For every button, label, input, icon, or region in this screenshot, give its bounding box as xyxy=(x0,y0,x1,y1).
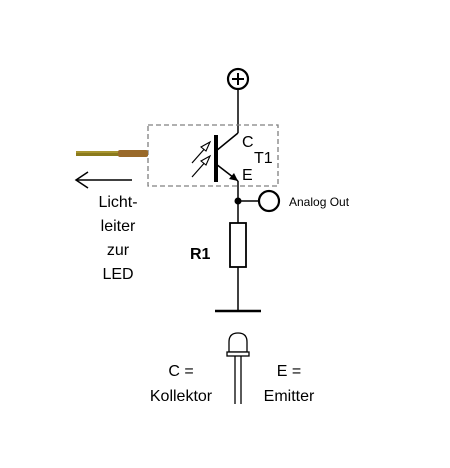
supply-terminal xyxy=(226,67,250,91)
legend-c-line-1: C = xyxy=(168,363,193,380)
light-arrows xyxy=(191,140,212,178)
resistor-symbol xyxy=(229,222,247,268)
fiber-label-line-1: Licht- xyxy=(98,194,137,211)
fiber-label-line-4: LED xyxy=(102,266,133,283)
fiber-direction-arrow xyxy=(74,171,132,189)
led-icon xyxy=(226,332,250,404)
collector-label: C xyxy=(242,134,254,151)
fiber-label-line-3: zur xyxy=(107,242,130,259)
legend-e-line-2: Emitter xyxy=(264,388,315,405)
phototransistor-box xyxy=(147,124,279,187)
phototransistor-symbol xyxy=(214,132,239,182)
fiber-label-line-2: leiter xyxy=(101,218,136,235)
resistor-label: R1 xyxy=(190,246,211,263)
fiber-cable xyxy=(76,150,148,157)
legend-e-line-1: E = xyxy=(277,363,301,380)
output-label: Analog Out xyxy=(289,195,350,209)
transistor-label: T1 xyxy=(254,150,273,167)
legend-c-line-2: Kollektor xyxy=(150,388,213,405)
emitter-label: E xyxy=(242,167,253,184)
output-terminal xyxy=(257,189,281,213)
